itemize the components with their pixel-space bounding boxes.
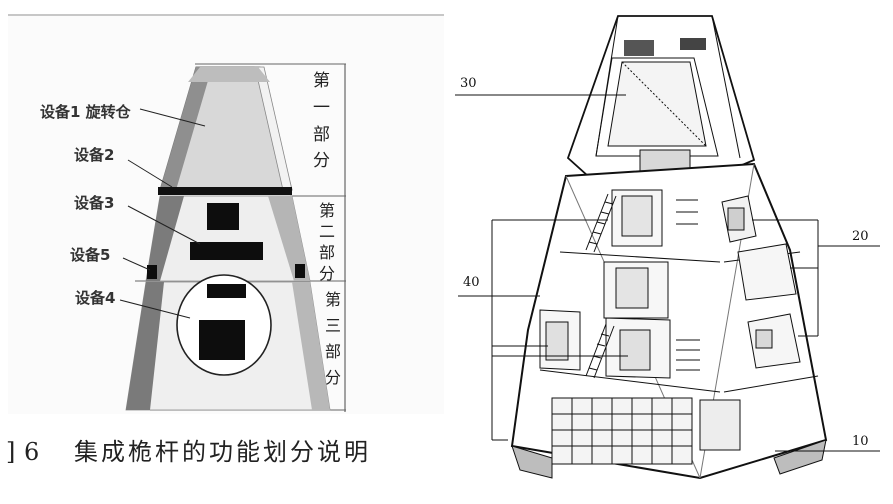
svg-text:第: 第 xyxy=(325,290,341,309)
svg-text:二: 二 xyxy=(319,222,335,241)
top-cabin-edge-left xyxy=(595,15,619,157)
label-equipment-5: 设备5 xyxy=(70,246,110,264)
stair-right xyxy=(676,199,700,371)
leader-equipment-5 xyxy=(122,257,151,271)
callout-40: 40 xyxy=(463,275,480,290)
leader-20 xyxy=(752,219,880,337)
section-label-1: 第 一 部 分 xyxy=(313,71,330,171)
right-mast-drawing xyxy=(455,15,880,480)
base-rack-lines xyxy=(552,398,692,464)
section-label-2: 第 二 部 分 xyxy=(319,201,335,283)
cabinet-middle xyxy=(615,267,649,309)
cabinet-left xyxy=(545,321,569,361)
deck-2-right xyxy=(723,375,819,393)
right-panel-lower xyxy=(747,313,801,369)
svg-text:第: 第 xyxy=(319,201,335,220)
cabinet-center xyxy=(619,329,651,371)
svg-text:三: 三 xyxy=(325,316,341,335)
deck-2 xyxy=(539,369,721,393)
callout-10: 10 xyxy=(852,434,869,449)
svg-text:分: 分 xyxy=(313,151,330,171)
middle-left-wall xyxy=(146,196,184,281)
leader-equipment-2 xyxy=(127,159,173,188)
section-label-3: 第 三 部 分 xyxy=(325,290,341,387)
ladder-upper xyxy=(585,193,617,253)
right-panel-middle xyxy=(737,243,797,301)
left-diagram: 设备1 旋转仓 设备2 设备3 设备5 设备4 第 一 部 分 第 二 部 分 … xyxy=(6,14,444,466)
bottom-right-wall xyxy=(292,282,330,410)
equipment-5-right xyxy=(295,264,305,278)
right-panel-upper-detail xyxy=(727,207,745,231)
cabin-left-wall xyxy=(160,67,212,190)
svg-text:第: 第 xyxy=(313,71,330,91)
base-corner-left xyxy=(511,445,553,479)
svg-text:部: 部 xyxy=(313,125,330,145)
label-equipment-1: 设备1 旋转仓 xyxy=(40,103,132,121)
equipment-4-lower xyxy=(199,320,245,360)
svg-text:一: 一 xyxy=(313,98,330,118)
caption-prefix: ] xyxy=(6,438,15,466)
base-unit-right xyxy=(699,399,741,451)
leader-equipment-4 xyxy=(119,299,191,319)
right-panel-lower-detail xyxy=(755,329,773,349)
leader-equipment-3 xyxy=(127,205,201,245)
equipment-3-upper xyxy=(207,203,239,230)
callout-30: 30 xyxy=(460,76,477,91)
cabinet-upper xyxy=(621,195,653,237)
top-cabin-detail-2 xyxy=(680,38,706,50)
svg-text:部: 部 xyxy=(325,342,341,361)
svg-text:部: 部 xyxy=(319,243,335,262)
top-rule xyxy=(8,14,444,16)
equipment-5-left xyxy=(147,265,157,279)
deck-1 xyxy=(559,251,721,263)
caption-text: 集成桅杆的功能划分说明 xyxy=(74,438,371,466)
top-cabin-edge-right xyxy=(711,15,741,159)
cabin-roof xyxy=(188,67,270,82)
label-equipment-3: 设备3 xyxy=(74,194,114,212)
label-equipment-4: 设备4 xyxy=(75,289,115,307)
svg-text:分: 分 xyxy=(319,264,335,283)
caption-number: 6 xyxy=(24,438,39,466)
equipment-2-plate xyxy=(158,187,292,195)
top-cabin-window xyxy=(607,61,707,147)
top-cabin-detail-1 xyxy=(624,40,654,56)
equipment-3-lower xyxy=(190,242,263,260)
callout-20: 20 xyxy=(852,229,869,244)
base-rack-area xyxy=(551,397,693,465)
equipment-4-upper xyxy=(207,284,246,298)
label-equipment-2: 设备2 xyxy=(74,146,114,164)
leader-equipment-1 xyxy=(139,108,206,127)
base-corner-right xyxy=(773,439,827,475)
bottom-left-wall xyxy=(126,282,164,410)
svg-text:分: 分 xyxy=(325,368,341,387)
middle-right-wall xyxy=(268,196,310,281)
leader-40 xyxy=(458,219,628,441)
